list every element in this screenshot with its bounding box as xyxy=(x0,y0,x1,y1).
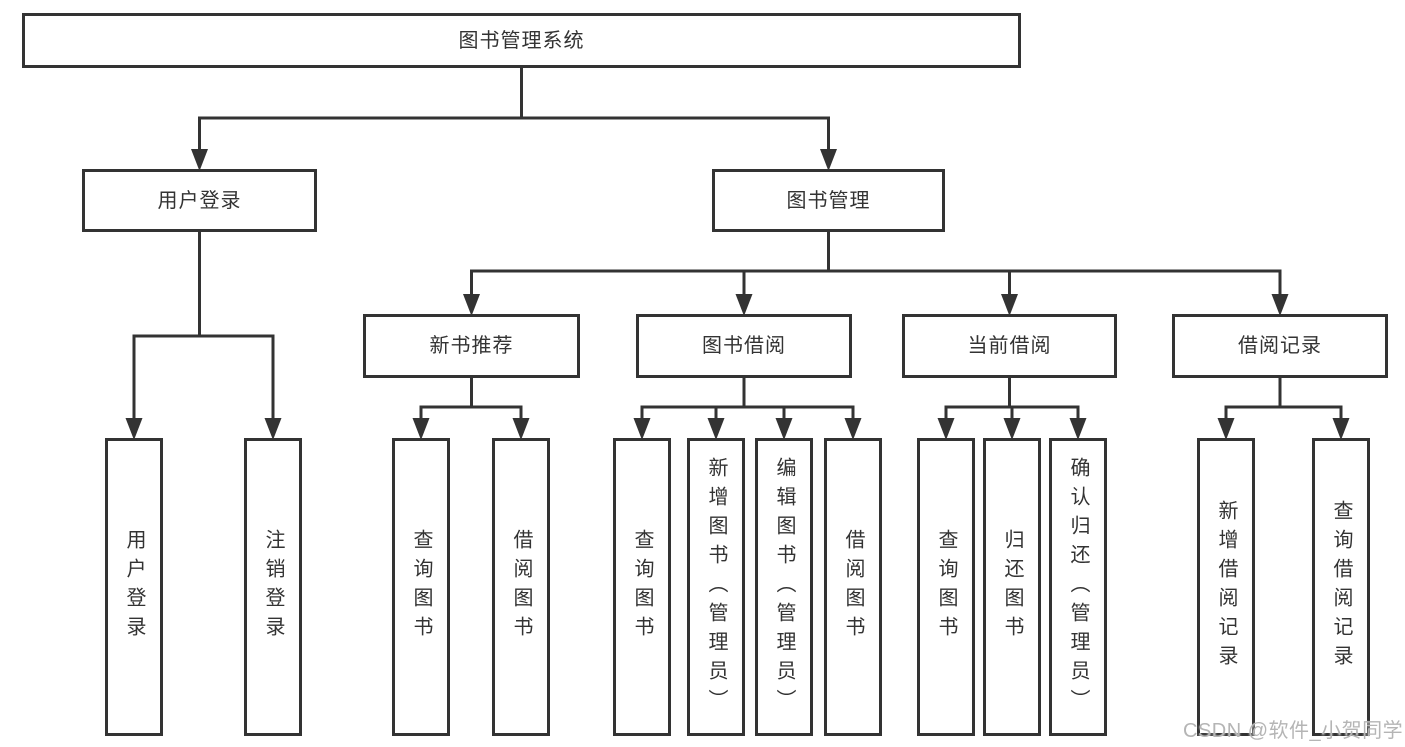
arrowhead-down-icon xyxy=(463,294,480,316)
node-borrow-records: 借阅记录 xyxy=(1172,314,1388,378)
node-label-new-book-recommend: 新书推荐 xyxy=(429,335,514,357)
watermark-text: CSDN @软件_小贺同学 xyxy=(1183,720,1404,742)
arrowhead-down-icon xyxy=(1271,294,1289,316)
node-label-cb-query-books: 查询图书 xyxy=(935,529,957,645)
node-br-add-record: 新增借阅记录 xyxy=(1197,438,1255,736)
node-label-leaf-user-login: 用户登录 xyxy=(123,529,145,645)
arrowhead-down-icon xyxy=(1069,418,1087,440)
node-book-borrow: 图书借阅 xyxy=(636,314,852,378)
node-bb-edit-books: 编辑图书（管理员） xyxy=(755,438,813,736)
arrowhead-down-icon xyxy=(844,418,862,440)
arrowhead-down-icon xyxy=(1217,418,1235,440)
arrowhead-down-icon xyxy=(1003,418,1021,440)
node-label-user-login: 用户登录 xyxy=(157,189,242,212)
node-cb-confirm-return: 确认归还（管理员） xyxy=(1049,438,1107,736)
node-label-bb-edit-books: 编辑图书（管理员） xyxy=(773,456,795,718)
arrowhead-down-icon xyxy=(125,418,143,440)
node-label-book-borrow: 图书借阅 xyxy=(702,335,786,357)
arrowhead-down-icon xyxy=(412,418,430,440)
arrowhead-down-icon xyxy=(735,294,753,316)
arrowhead-down-icon xyxy=(264,418,282,440)
node-label-br-query-record: 查询借阅记录 xyxy=(1330,500,1352,674)
arrowhead-down-icon xyxy=(775,418,793,440)
node-label-nb-borrow-books: 借阅图书 xyxy=(510,529,532,645)
node-label-bb-query-books: 查询图书 xyxy=(631,529,653,645)
node-book-management: 图书管理 xyxy=(712,169,945,232)
node-br-query-record: 查询借阅记录 xyxy=(1312,438,1370,736)
node-bb-borrow-books: 借阅图书 xyxy=(824,438,882,736)
arrowhead-down-icon xyxy=(1332,418,1350,440)
node-label-cb-confirm-return: 确认归还（管理员） xyxy=(1067,456,1089,718)
node-cb-return-books: 归还图书 xyxy=(983,438,1041,736)
node-leaf-user-login: 用户登录 xyxy=(105,438,163,736)
arrowhead-down-icon xyxy=(937,418,955,440)
node-nb-query-books: 查询图书 xyxy=(392,438,450,736)
node-bb-query-books: 查询图书 xyxy=(613,438,671,736)
arrowhead-down-icon xyxy=(1001,294,1018,316)
node-label-root: 图书管理系统 xyxy=(458,29,585,52)
node-root: 图书管理系统 xyxy=(22,13,1021,68)
node-new-book-recommend: 新书推荐 xyxy=(363,314,580,378)
node-nb-borrow-books: 借阅图书 xyxy=(492,438,550,736)
node-cb-query-books: 查询图书 xyxy=(917,438,975,736)
arrowhead-down-icon xyxy=(707,418,725,440)
node-label-leaf-logout: 注销登录 xyxy=(262,529,284,645)
node-label-borrow-records: 借阅记录 xyxy=(1238,335,1322,357)
node-label-br-add-record: 新增借阅记录 xyxy=(1215,500,1237,674)
node-label-bb-add-books: 新增图书（管理员） xyxy=(705,456,727,718)
node-label-book-management: 图书管理 xyxy=(786,189,871,212)
node-current-borrow: 当前借阅 xyxy=(902,314,1117,378)
node-leaf-logout: 注销登录 xyxy=(244,438,302,736)
node-bb-add-books: 新增图书（管理员） xyxy=(687,438,745,736)
arrowhead-down-icon xyxy=(191,149,208,171)
node-label-nb-query-books: 查询图书 xyxy=(410,529,432,645)
node-label-cb-return-books: 归还图书 xyxy=(1001,529,1023,645)
arrowhead-down-icon xyxy=(633,418,651,440)
arrowhead-down-icon xyxy=(820,149,837,171)
arrowhead-down-icon xyxy=(512,418,530,440)
node-user-login: 用户登录 xyxy=(82,169,317,232)
node-label-bb-borrow-books: 借阅图书 xyxy=(842,529,864,645)
node-label-current-borrow: 当前借阅 xyxy=(967,335,1052,357)
